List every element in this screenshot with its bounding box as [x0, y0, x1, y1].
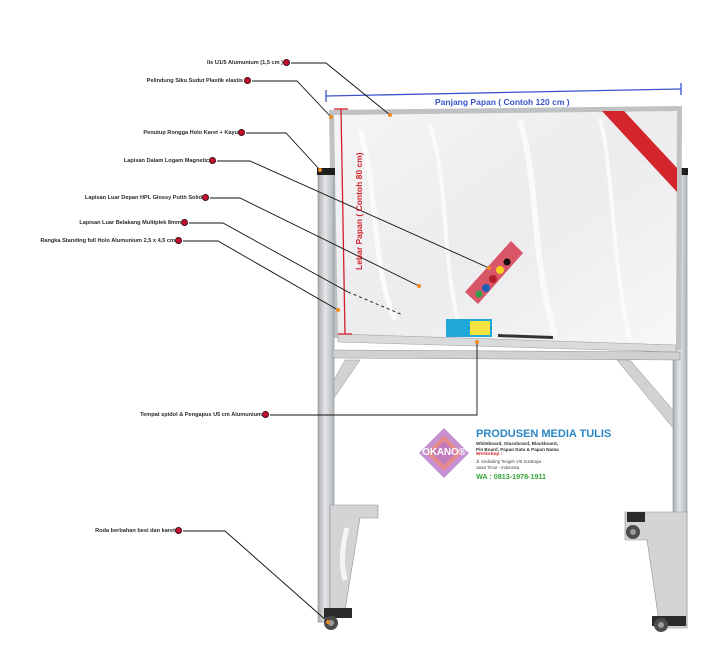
callout-rangka-standing: Rangka Standing full Holo Alumunium 2,5 …: [40, 238, 175, 244]
callout-ils-alumunium: Ils U1/5 Alumunium (1,5 cm ): [207, 60, 283, 66]
brand-products-line-1: Whiteboard, Glassboard, Blackboard,: [476, 441, 558, 446]
callout-penutup-rongga: Penutup Rongga Holo Karet + Kayu: [143, 130, 238, 136]
okano-logo: OKANO®: [418, 427, 470, 479]
callout-dot-icon: [181, 219, 188, 226]
brand-address-line-1: Jl. Kedinding Tengah V/8 Surabaya: [476, 459, 542, 464]
dimension-lines: [325, 83, 682, 335]
callout-dot-icon: [244, 77, 251, 84]
callout-dot-icon: [238, 129, 245, 136]
callout-dot-icon: [283, 59, 290, 66]
height-dimension-label: Lebar Papan ( Contoh 80 cm): [354, 152, 364, 270]
callout-lapisan-multiplek: Lapisan Luar Belakang Multiplek 8mm: [79, 220, 181, 226]
callout-dot-icon: [175, 527, 182, 534]
callout-endpoints: [318, 113, 491, 624]
brand-whatsapp: WA : 0813-1978-1911: [476, 472, 547, 481]
callout-dot-icon: [262, 411, 269, 418]
callout-lapisan-logam: Lapisan Dalam Logam Magnetic: [123, 158, 209, 164]
width-dimension-label: Panjang Papan ( Contoh 120 cm ): [435, 97, 570, 107]
brand-address-line-2: Jawa Timur - Indonesia: [476, 465, 520, 470]
brand-products-line-2: Pin Board, Papan Data & Papan Nama: [476, 447, 559, 452]
brand-title: PRODUSEN MEDIA TULIS: [476, 428, 612, 440]
callout-dot-icon: [202, 194, 209, 201]
callout-dot-icon: [209, 157, 216, 164]
callout-lapisan-hpl: Lapisan Luar Depan HPL Glossy Putih Soli…: [84, 195, 202, 201]
callout-roda: Roda berbahan besi dan karet: [95, 528, 175, 534]
logo-wordmark: OKANO®: [422, 447, 466, 458]
brand-workshop-label: Workshop :: [476, 452, 503, 457]
front-frame: [317, 168, 681, 630]
board: [329, 106, 682, 350]
callout-dot-icon: [175, 237, 182, 244]
callout-tempat-spidol: Tempat spidol & Pengapus U5 cm Alumunium: [140, 412, 262, 418]
leader-lines: [183, 62, 490, 623]
callout-pelindung-siku: Pelindung Siku Sudut Plastik elastis: [146, 78, 243, 84]
